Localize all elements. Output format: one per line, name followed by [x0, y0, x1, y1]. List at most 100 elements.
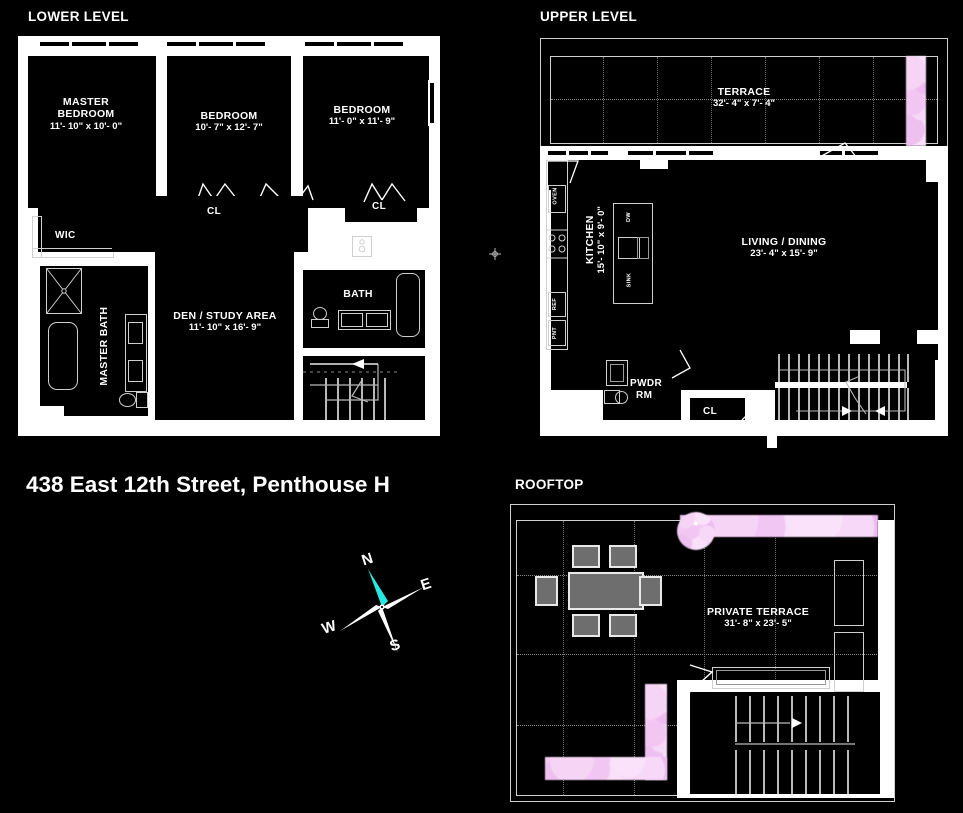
bathtub-secondary [396, 273, 420, 337]
closet-void-bedroom-3 [345, 200, 417, 222]
terrace-grid-v5 [819, 57, 820, 143]
washer-dryer-closet [348, 232, 376, 260]
sink-master-2 [128, 360, 143, 382]
terrace-grid-v1 [603, 57, 604, 143]
upper-stair-ledge-2 [917, 330, 943, 344]
terrace-grid-v6 [873, 57, 874, 143]
lower-level-plan: MASTER BEDROOM 11'- 10" x 10'- 0" BEDROO… [0, 0, 470, 450]
vanity-master [125, 314, 147, 392]
sill-bump-1 [640, 155, 668, 169]
rooftop-chair-left [535, 576, 558, 606]
rooftop-chair-bottom-1 [572, 614, 600, 637]
appliance-pnt [548, 320, 566, 346]
planter-rooftop-top [680, 515, 878, 537]
window-master-bedroom [40, 39, 138, 48]
rooftop-dining-table [568, 572, 644, 610]
living-dining-void-lower [551, 160, 871, 390]
label-bedroom-2: BEDROOM 10'- 7" x 12'- 7" [195, 110, 263, 134]
window-bedroom-3-side-glass [430, 83, 434, 123]
rooftop-grid-h1 [517, 575, 885, 576]
terrace-grid-v4 [765, 57, 766, 143]
terrace-door-jamb [878, 146, 926, 160]
planter-rooftop-top-left-bush [677, 512, 715, 550]
compass-rose: N E S W [320, 545, 440, 660]
planter-rooftop-vertical [645, 684, 667, 780]
toilet-tank-bath [311, 319, 329, 328]
room-void-master-bedroom-ext [28, 56, 156, 196]
upper-stair-ledge [850, 330, 880, 344]
appliance-oven [548, 185, 566, 213]
rooftop-stair-treads-top [735, 696, 855, 742]
rooftop-bench-right-1 [834, 560, 864, 626]
tag-cl-bedroom-2: CL [207, 206, 222, 217]
stair-treads-upper-top [778, 354, 909, 382]
label-den-study: DEN / STUDY AREA 11'- 10" x 16'- 9" [173, 310, 277, 334]
compass-east-needle [382, 587, 424, 609]
pwdr-room-void [603, 352, 681, 420]
rooftop-outline-outer [510, 504, 895, 802]
label-bath: BATH [343, 288, 373, 300]
label-private-terrace: PRIVATE TERRACE 31'- 8" x 23'- 5" [706, 606, 810, 630]
closet-void-upper [690, 398, 745, 420]
window-bedroom-2 [167, 39, 265, 48]
compass-north-needle [368, 569, 388, 607]
pwdr-sink [606, 360, 628, 386]
rooftop-stair-treads-bottom [735, 750, 855, 794]
pwdr-toilet-bowl [615, 391, 628, 404]
rooftop-chair-right [639, 576, 662, 606]
lower-level-title: LOWER LEVEL [28, 9, 129, 24]
window-bedroom-3 [305, 39, 403, 48]
den-void [155, 230, 294, 420]
shower-stall [46, 268, 82, 314]
compass-south-needle [378, 607, 398, 653]
rooftop-grid-h2 [517, 654, 885, 655]
rooftop-grid-v1 [563, 521, 564, 795]
sink-bath-2 [366, 313, 388, 327]
appliance-ref [548, 292, 566, 317]
label-bedroom-3: BEDROOM 11'- 0" x 11'- 9" [328, 104, 396, 128]
sink-master-1 [128, 322, 143, 344]
upper-level-title: UPPER LEVEL [540, 9, 638, 24]
rooftop-bench-bottom-inner [716, 670, 826, 685]
wic-shelf-side [32, 216, 42, 258]
room-void-bedroom-3b [303, 56, 420, 196]
wic-void [38, 208, 114, 252]
label-living-dining: LIVING / DINING 23'- 4" x 15'- 9" [741, 236, 827, 260]
tag-cl-upper: CL [703, 406, 718, 417]
rooftop-grid-v2 [634, 521, 635, 795]
room-void-bedroom-2b [167, 56, 291, 196]
planter-rooftop-horizontal [545, 757, 667, 780]
terrace-grid-v3 [711, 57, 712, 143]
window-living-1 [548, 148, 608, 157]
tag-pwdr: PWDR [630, 378, 663, 389]
tag-wic: WIC [55, 230, 76, 241]
terrace-grid-v2 [657, 57, 658, 143]
pwdr-sink-basin [610, 364, 624, 382]
island-dishwasher [637, 237, 649, 259]
washer-dryer-unit [352, 236, 372, 257]
toilet-tank-master [136, 392, 148, 408]
bathtub-master [48, 322, 78, 390]
rooftop-chair-top-1 [572, 545, 600, 568]
vanity-bath [338, 310, 391, 330]
page-title: 438 East 12th Street, Penthouse H [26, 472, 390, 497]
hall-void [112, 196, 308, 252]
rooftop-title: ROOFTOP [515, 477, 584, 492]
upper-right-column [938, 160, 948, 370]
tag-rm: RM [636, 390, 653, 401]
tag-cl-bedroom-3: CL [372, 201, 387, 212]
compass-west-needle [340, 605, 382, 631]
rooftop-grid-v3 [704, 521, 705, 795]
terrace-outline-inner [550, 56, 938, 144]
rooftop-chair-bottom-2 [609, 614, 637, 637]
kitchen-island [613, 203, 653, 304]
rooftop-bench-right-2 [834, 632, 864, 692]
sink-bath-1 [341, 313, 363, 327]
terrace-grid-h1 [551, 99, 937, 100]
rooftop-grid-v4 [775, 521, 776, 681]
toilet-master [119, 393, 136, 407]
label-terrace: TERRACE 32'- 4" x 7'- 4" [712, 86, 776, 110]
window-living-2 [628, 148, 713, 157]
